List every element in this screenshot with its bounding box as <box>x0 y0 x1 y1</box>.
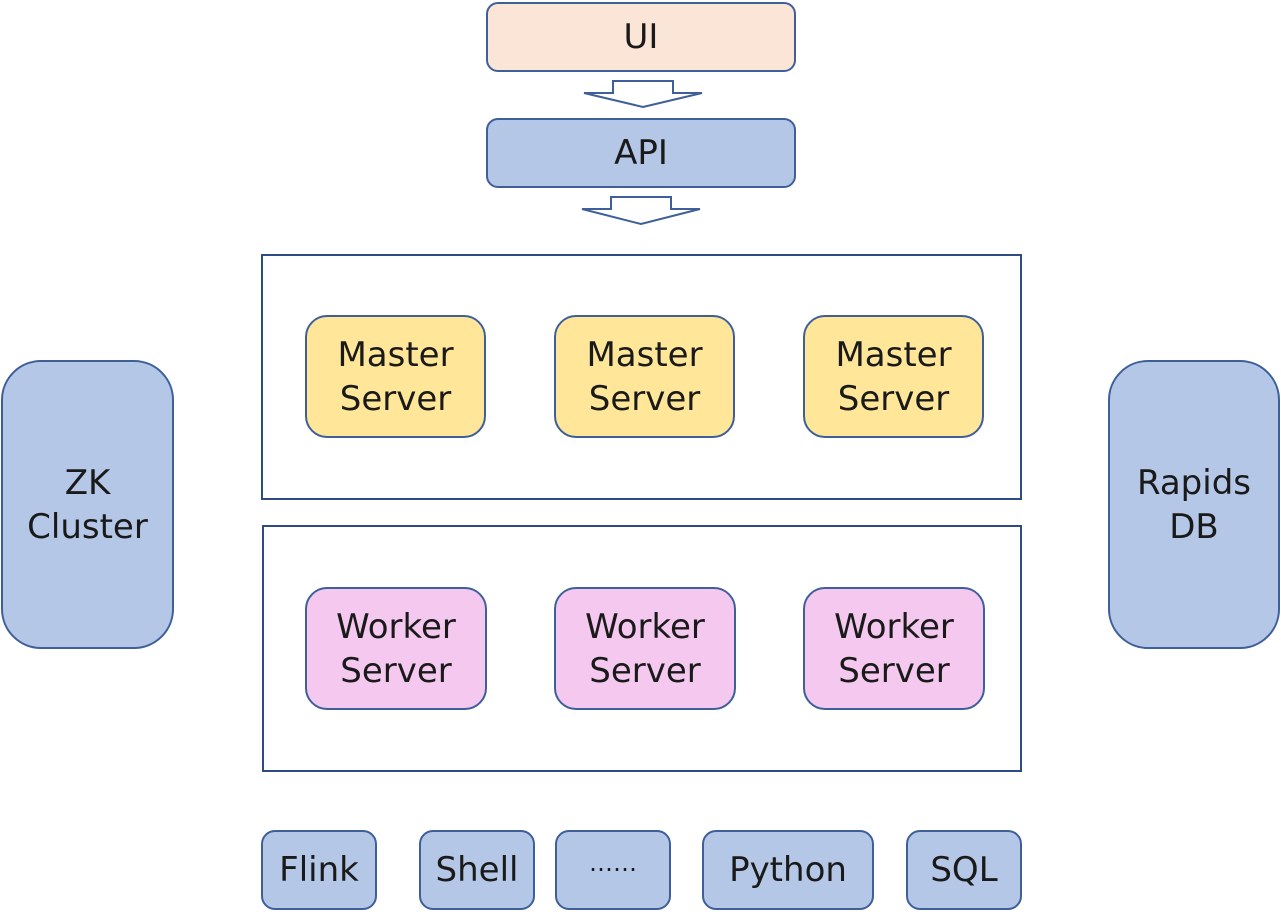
task-label: SQL <box>930 850 998 890</box>
db-line2: DB <box>1169 506 1219 547</box>
zk-line2: Cluster <box>27 506 148 547</box>
master-server: Master Server <box>554 315 735 438</box>
task-label: …… <box>589 849 637 877</box>
task-label: Python <box>729 850 847 890</box>
worker-line1: Worker <box>336 606 456 647</box>
down-arrow-icon <box>583 80 703 108</box>
api-label: API <box>614 133 668 173</box>
worker-line1: Worker <box>585 606 705 647</box>
worker-server: Worker Server <box>803 587 985 710</box>
master-line2: Server <box>837 378 950 419</box>
master-line1: Master <box>337 334 454 375</box>
master-line1: Master <box>835 334 952 375</box>
rapids-db-box: Rapids DB <box>1108 360 1280 649</box>
zk-cluster-box: ZK Cluster <box>1 360 174 649</box>
task-label: Shell <box>435 850 519 890</box>
master-line2: Server <box>588 378 701 419</box>
ui-label: UI <box>623 17 659 57</box>
worker-line2: Server <box>340 650 452 691</box>
zk-line1: ZK <box>64 462 111 503</box>
task-shell: Shell <box>419 830 535 910</box>
down-arrow-icon <box>581 196 701 226</box>
ui-box: UI <box>486 2 796 72</box>
worker-line2: Server <box>589 650 701 691</box>
worker-line2: Server <box>838 650 950 691</box>
db-line1: Rapids <box>1136 462 1252 503</box>
task-python: Python <box>702 830 874 910</box>
master-server: Master Server <box>803 315 984 438</box>
worker-server: Worker Server <box>305 587 487 710</box>
task-ellipsis: …… <box>555 830 671 910</box>
task-flink: Flink <box>261 830 377 910</box>
master-server: Master Server <box>305 315 486 438</box>
task-label: Flink <box>279 850 359 890</box>
worker-server: Worker Server <box>554 587 736 710</box>
task-sql: SQL <box>906 830 1022 910</box>
worker-line1: Worker <box>834 606 954 647</box>
master-line1: Master <box>586 334 703 375</box>
api-box: API <box>486 118 796 188</box>
master-line2: Server <box>339 378 452 419</box>
